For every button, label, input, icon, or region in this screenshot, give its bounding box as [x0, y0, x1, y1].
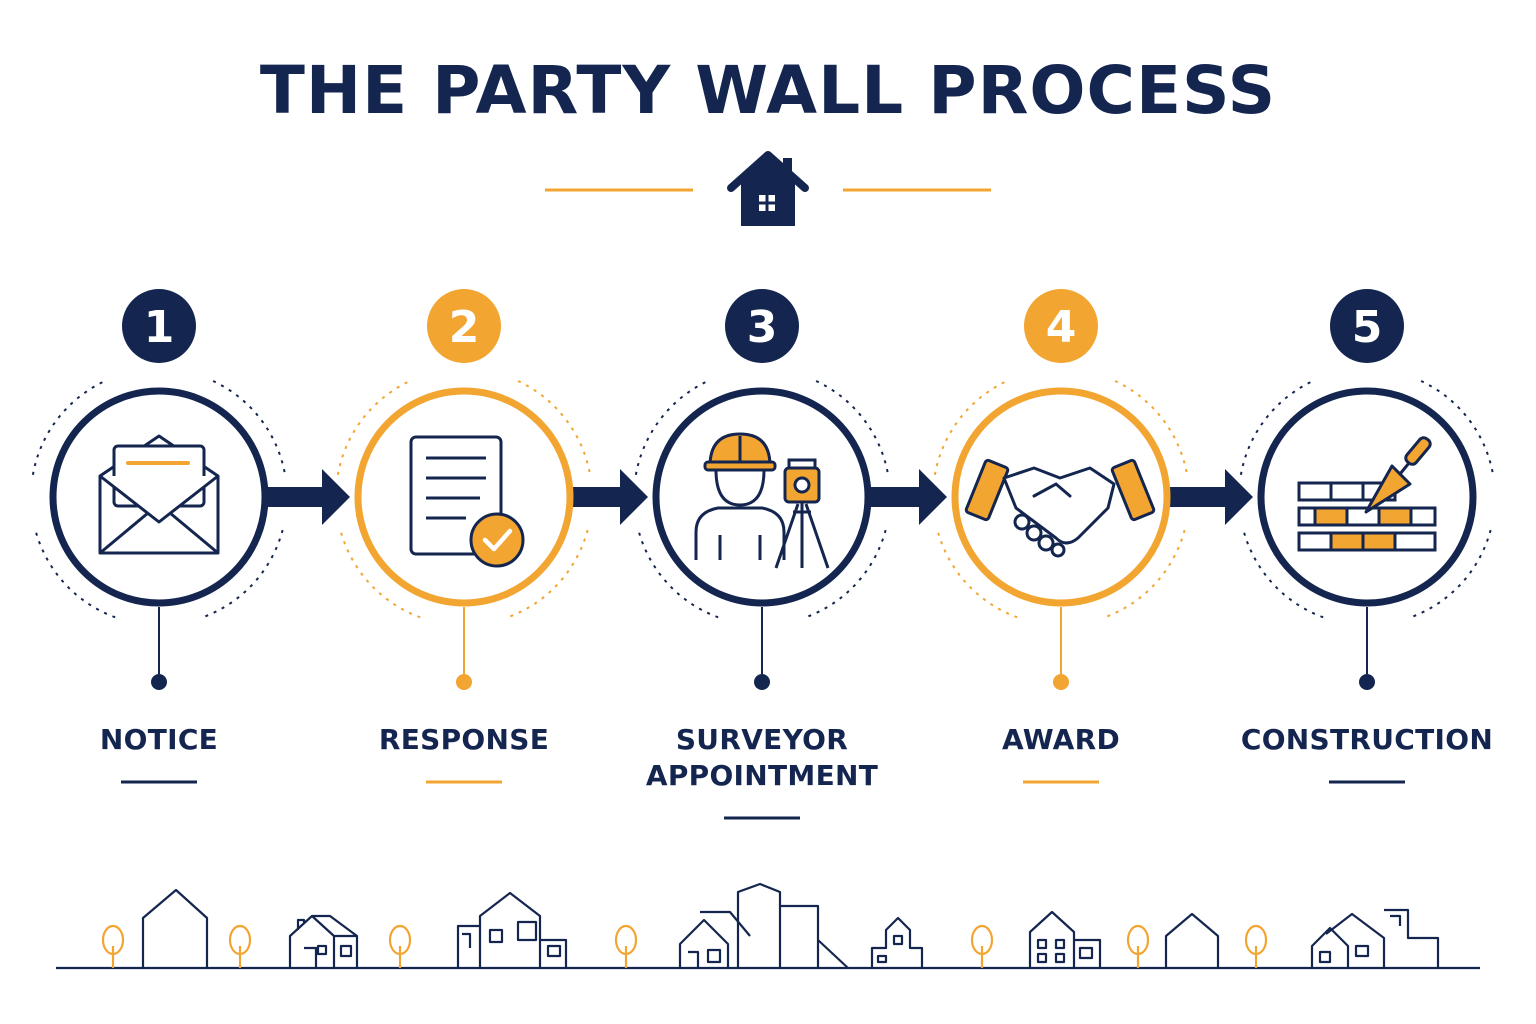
brick-wall-trowel-icon [1297, 436, 1437, 552]
step-number-badge [122, 289, 196, 363]
arrow-icon [1169, 469, 1253, 525]
step-label-line: AWARD [1001, 723, 1120, 756]
step-3: 3 [634, 289, 890, 820]
step-2: 2 [336, 289, 592, 784]
tree-icon [1126, 924, 1150, 968]
dashed-arc [805, 529, 887, 619]
dashed-arc [637, 529, 719, 619]
connector-arrows [267, 469, 1253, 525]
dashed-arc [634, 380, 709, 475]
tree-icon [614, 924, 638, 968]
step-label-line: APPOINTMENT [645, 759, 879, 792]
step-number: 5 [1352, 302, 1383, 353]
town-skyline-icon [56, 882, 1480, 970]
dashed-arc [1114, 380, 1189, 475]
dashed-arc [202, 529, 284, 619]
step-label-line: CONSTRUCTION [1240, 723, 1494, 756]
step-circle [652, 387, 872, 607]
step-number-badge [725, 289, 799, 363]
step-number: 4 [1046, 302, 1077, 353]
tree-icons [101, 924, 1268, 968]
dashed-arc [336, 380, 411, 475]
arrow-icon [572, 469, 648, 525]
step-label: CONSTRUCTION [1217, 722, 1517, 758]
step-dot [1053, 674, 1069, 690]
step-number: 3 [747, 302, 778, 353]
step-1: 1 [31, 289, 287, 784]
dashed-arc [1104, 529, 1186, 619]
dashed-arc [1410, 529, 1492, 619]
dashed-arc [1242, 529, 1324, 619]
envelope-icon [98, 434, 220, 555]
dashed-arc [339, 529, 421, 619]
step-number: 1 [144, 302, 175, 353]
dashed-arc [815, 380, 890, 475]
tree-icon [970, 924, 994, 968]
tree-icon [228, 924, 252, 968]
house-icon [727, 151, 809, 226]
step-label: NOTICE [9, 722, 309, 758]
dashed-arc [34, 529, 116, 619]
arrow-icon [267, 469, 350, 525]
step-label: AWARD [911, 722, 1211, 758]
dashed-arc [1420, 380, 1495, 475]
step-label-line: SURVEYOR [675, 723, 849, 756]
tree-icon [101, 924, 125, 968]
tree-icon [388, 924, 412, 968]
step-dot [151, 674, 167, 690]
step-label-line: RESPONSE [378, 723, 550, 756]
surveyor-icon [694, 432, 830, 569]
step-number: 2 [449, 302, 480, 353]
step-dot [456, 674, 472, 690]
dashed-arc [1239, 380, 1314, 475]
arrow-icon [870, 469, 947, 525]
step-dot [1359, 674, 1375, 690]
tree-icon [1244, 924, 1268, 968]
step-number-badge [1330, 289, 1404, 363]
dashed-arc [933, 380, 1008, 475]
dashed-arc [31, 380, 106, 475]
step-label-line: NOTICE [99, 723, 219, 756]
dashed-arc [936, 529, 1018, 619]
page-title: THE PARTY WALL PROCESS [259, 52, 1277, 129]
handshake-icon [964, 458, 1156, 558]
step-dot [754, 674, 770, 690]
dashed-arc [212, 380, 287, 475]
dashed-arc [507, 529, 589, 619]
document-check-icon [409, 435, 525, 568]
step-label: RESPONSE [314, 722, 614, 758]
header-divider [545, 151, 991, 226]
step-number-badge [427, 289, 501, 363]
step-number-badge [1024, 289, 1098, 363]
dashed-arc [517, 380, 592, 475]
